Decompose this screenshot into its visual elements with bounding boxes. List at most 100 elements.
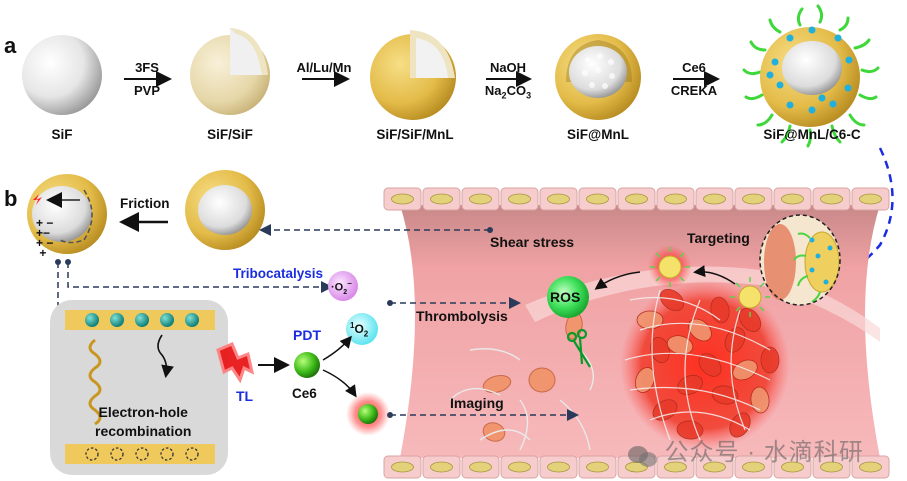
- tribocatalysis-label: Tribocatalysis: [233, 266, 324, 281]
- flow-arrow-1: [693, 265, 736, 285]
- charge-minus: −: [43, 226, 51, 240]
- vessel-top-wall: [383, 187, 890, 211]
- thrombus: [620, 280, 790, 450]
- step-2-top: Al/Lu/Mn: [296, 60, 352, 75]
- cell-nucleus: [547, 193, 570, 205]
- na-text: Na: [484, 83, 502, 98]
- electron: [110, 313, 124, 327]
- subscript-3: 3: [526, 90, 532, 101]
- cell-nucleus: [586, 193, 609, 205]
- charge-plus: +: [36, 236, 44, 250]
- electron: [160, 313, 174, 327]
- pdt-label: PDT: [293, 327, 321, 343]
- step-1-bottom: PVP: [133, 83, 160, 98]
- clot-red-blood-cell: [760, 346, 780, 374]
- connector-dot: [487, 227, 493, 233]
- cell-nucleus: [703, 461, 726, 473]
- particle-before-friction: [185, 170, 265, 250]
- co-text: CO: [506, 83, 527, 98]
- panel-letter-b: b: [4, 186, 18, 211]
- connector-dot: [387, 300, 393, 306]
- charge-plus: +: [36, 216, 44, 230]
- tl-lightning-icon: [216, 342, 255, 384]
- superoxide-sup: −: [347, 279, 352, 288]
- targeting-label: Targeting: [687, 230, 750, 246]
- cell-nucleus: [430, 193, 453, 205]
- cell-nucleus: [781, 461, 804, 473]
- superoxide-o: ·O: [331, 281, 344, 294]
- ce6-sphere: [294, 352, 320, 378]
- cell-nucleus: [391, 193, 414, 205]
- thrombolysis-label: Thrombolysis: [416, 308, 508, 324]
- ros-label: ROS: [550, 289, 581, 305]
- superoxide-label: ·O2−: [331, 279, 352, 296]
- hole: [110, 447, 124, 461]
- singlet-oxygen-label: 1O2: [350, 321, 368, 338]
- scissors-icon: [566, 328, 591, 368]
- cell-nucleus: [430, 461, 453, 473]
- cell-nucleus: [703, 193, 726, 205]
- clot-red-blood-cell: [634, 367, 656, 393]
- particle-label-sif-at-mnl: SiF@MnL: [567, 127, 629, 142]
- panel-letter-a: a: [4, 33, 17, 58]
- clot-red-blood-cell: [724, 327, 746, 353]
- watermark-text: 公众号 · 水滴科研: [664, 439, 864, 466]
- cell-nucleus: [664, 461, 687, 473]
- step-1-top: 3FS: [135, 60, 159, 75]
- vessel-bottom-wall: [383, 455, 890, 479]
- particle-label-sif-at-mnl-c6-c: SiF@MnL/C6-C: [763, 127, 861, 142]
- cell-nucleus: [586, 461, 609, 473]
- charge-minus: −: [46, 216, 54, 230]
- wechat-icon: [628, 444, 660, 468]
- cell-nucleus: [664, 193, 687, 205]
- step-4-top: Ce6: [682, 60, 706, 75]
- charge-plus: +: [39, 246, 47, 260]
- cell-nucleus: [625, 193, 648, 205]
- cell-nucleus: [742, 461, 765, 473]
- particle-label-sif-sif: SiF/SiF: [207, 127, 253, 142]
- hole: [85, 447, 99, 461]
- cell-nucleus: [391, 461, 414, 473]
- cell-nucleus: [781, 193, 804, 205]
- hole: [185, 447, 199, 461]
- step-3-top: NaOH: [489, 60, 527, 75]
- hole: [135, 447, 149, 461]
- cell-nucleus: [469, 193, 492, 205]
- electron: [85, 313, 99, 327]
- recombination-arrow: [157, 334, 174, 379]
- clot-red-blood-cell: [732, 359, 758, 381]
- electron-hole-label: Electron-hole recombination: [95, 403, 191, 441]
- particle-sif-sif-mnl: [370, 30, 456, 120]
- clot-red-blood-cell: [750, 386, 770, 414]
- particle-sif-sif: [190, 28, 270, 115]
- cell-nucleus: [742, 193, 765, 205]
- charge-minus: −: [46, 236, 54, 250]
- nanoparticle-glowing: [648, 245, 692, 289]
- cell-nucleus: [820, 461, 843, 473]
- singlet-oxygen-sphere: [346, 313, 378, 345]
- clot-red-blood-cell: [676, 420, 704, 440]
- superoxide-sub: 2: [343, 288, 348, 296]
- clot-red-blood-cell: [738, 307, 762, 333]
- tribocatalysis-connector: [67, 262, 333, 293]
- tl-label: TL: [236, 388, 254, 404]
- electron-hole-line-2: recombination: [95, 423, 192, 439]
- electron-hole-box: [50, 300, 228, 475]
- superoxide-sphere: [328, 271, 358, 301]
- wavy-photon-icon: [88, 338, 102, 426]
- cell-nucleus: [508, 461, 531, 473]
- particle-sif-at-mnl: [555, 34, 641, 120]
- watermark: 公众号 · 水滴科研: [628, 432, 864, 468]
- particle-sif-at-mnl-c6-c: [742, 4, 880, 148]
- cell-nucleus: [820, 193, 843, 205]
- surface-charges: + − +− + − +: [36, 216, 54, 260]
- cell-nucleus: [859, 461, 882, 473]
- friction-label: Friction: [120, 196, 170, 211]
- cell-nucleus: [859, 193, 882, 205]
- particle-sif: [22, 35, 102, 115]
- imaging-branch-arrow: [322, 369, 357, 398]
- cell-nucleus: [547, 461, 570, 473]
- subscript-2: 2: [501, 90, 507, 101]
- targeting-inset: [759, 214, 841, 306]
